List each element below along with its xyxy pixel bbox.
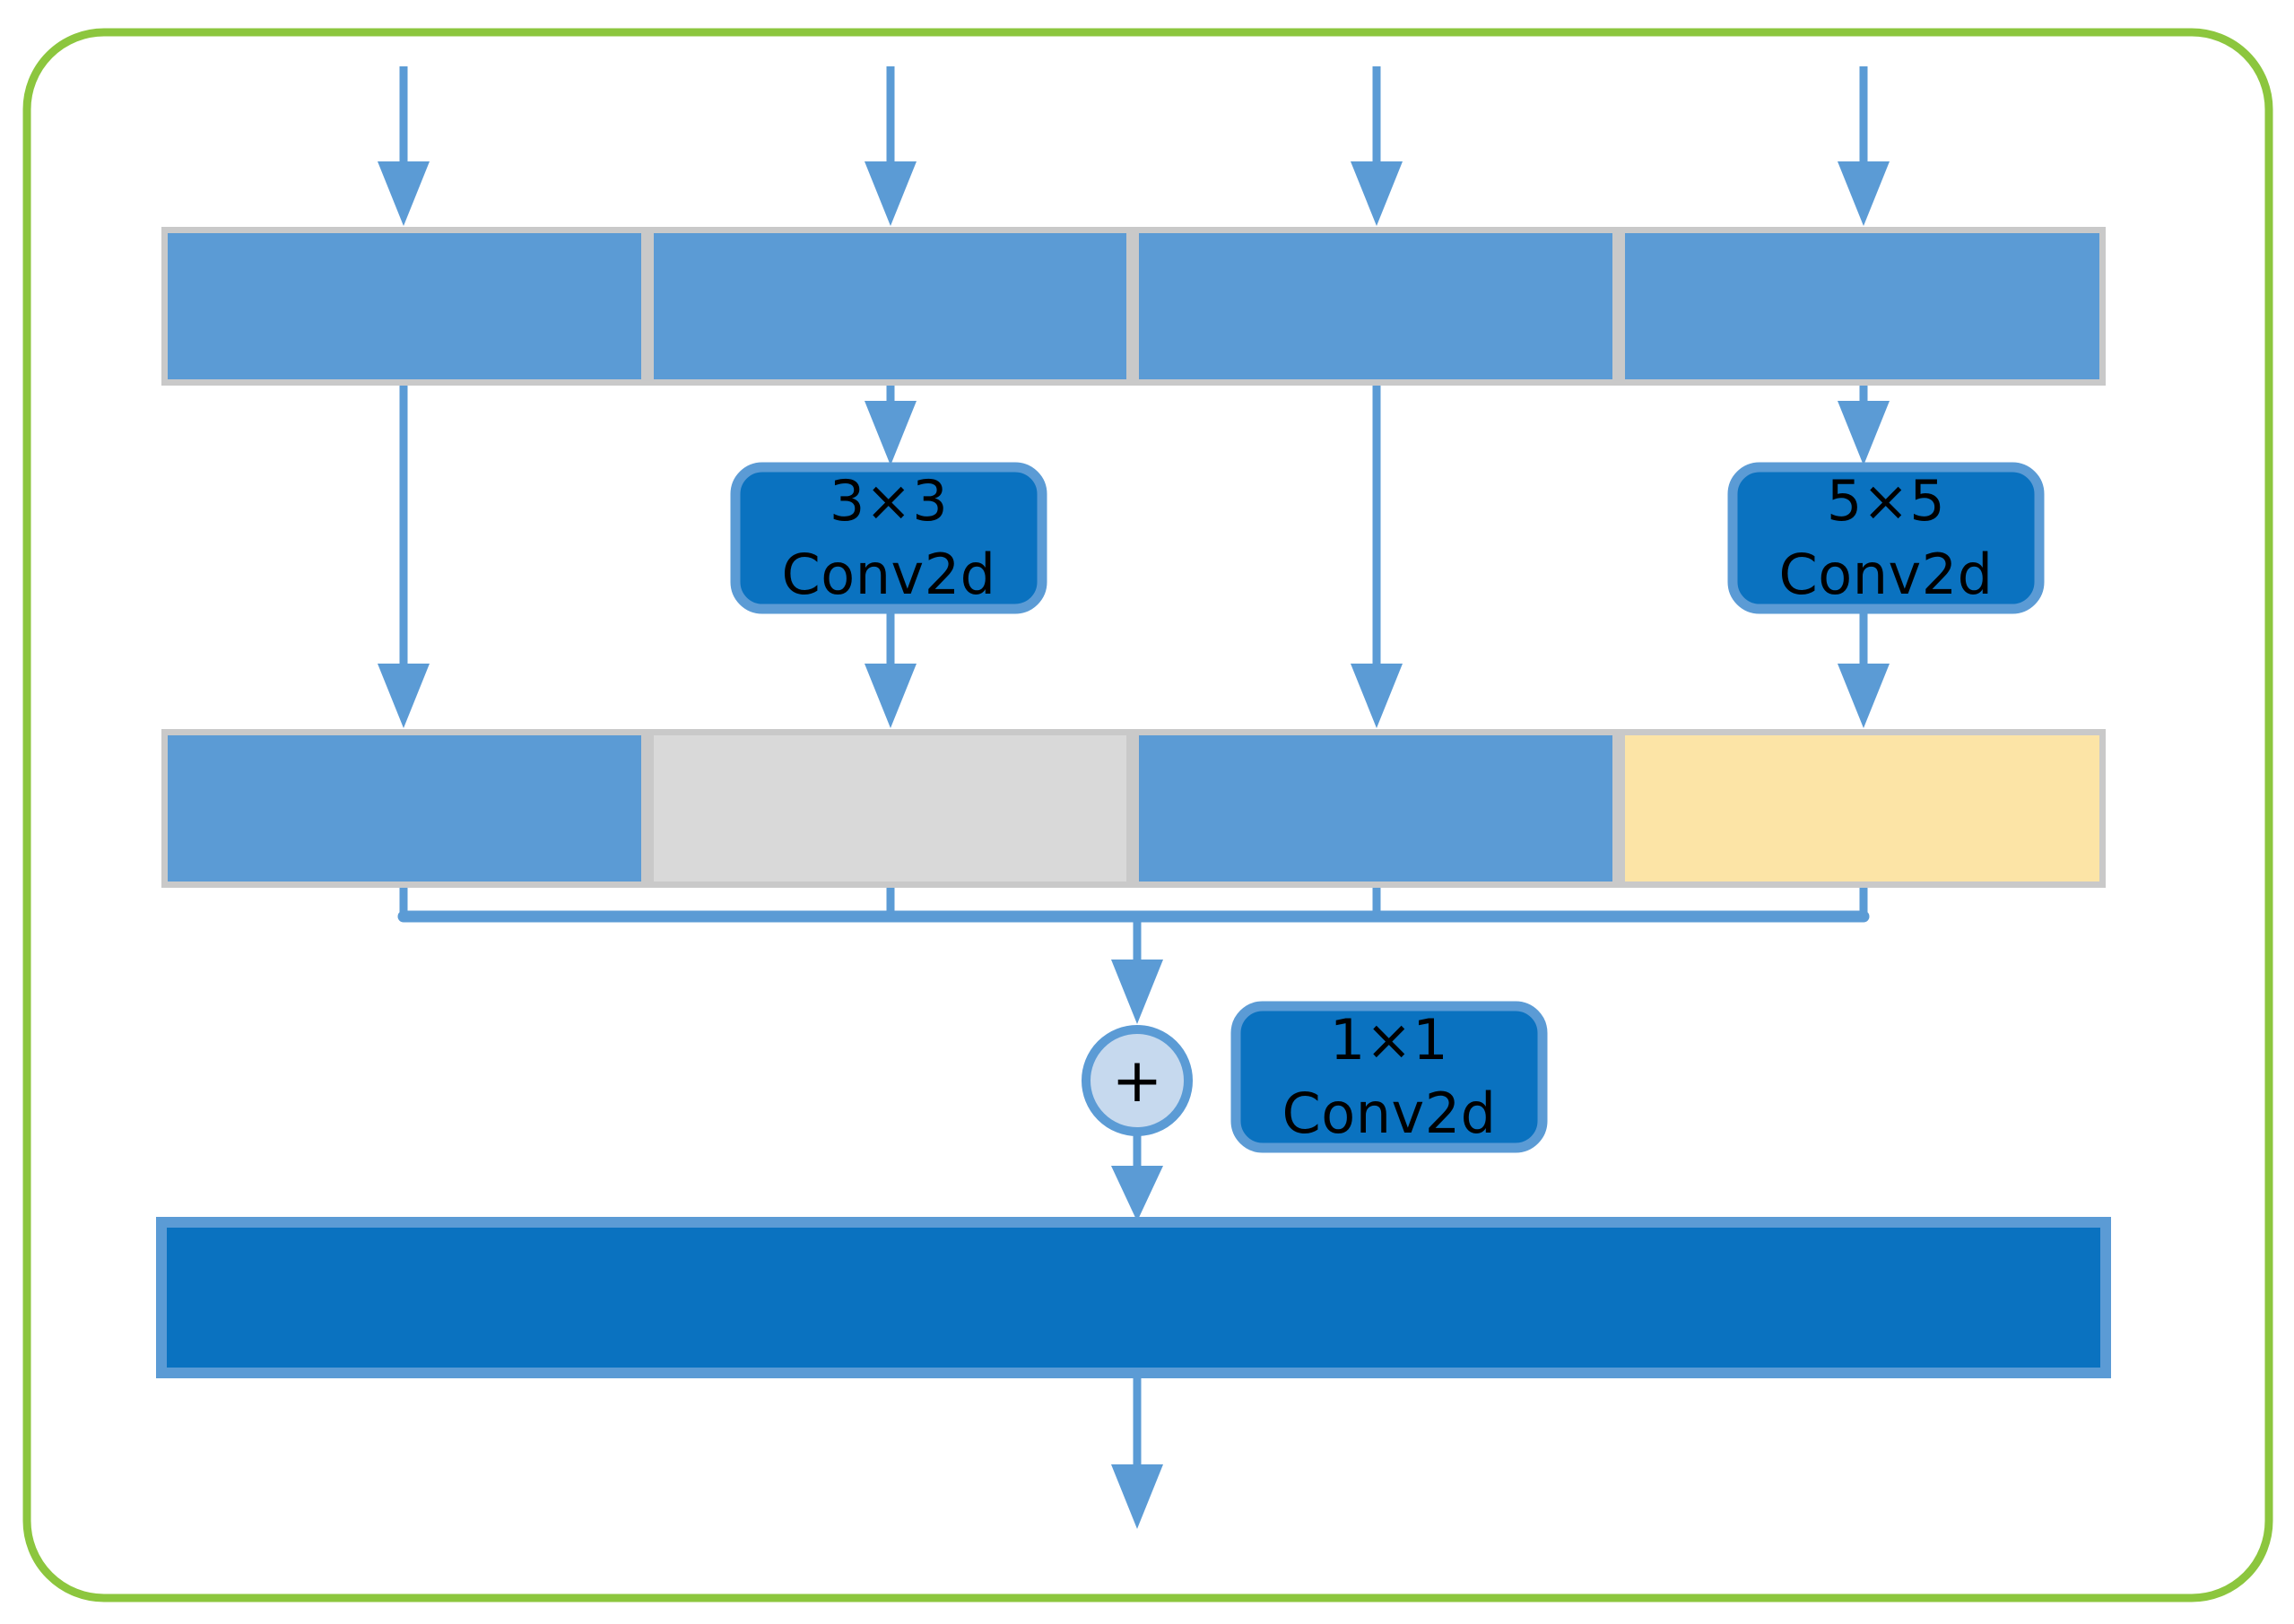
output-segment-4 <box>1625 735 2099 881</box>
arrow-from-conv5x5-head <box>1838 664 1890 728</box>
sum-node-group[interactable] <box>1082 1025 1193 1136</box>
input-arrow-1 <box>378 66 430 226</box>
concat-to-sum-arrow-head <box>1111 960 1163 1024</box>
input-arrow-2 <box>865 66 917 226</box>
output-arrow-head <box>1111 1464 1163 1529</box>
skip-arrow-branch-3 <box>1351 386 1403 728</box>
fused-output-feature-bar <box>156 1217 2111 1378</box>
sum-to-output-arrow <box>1111 1132 1163 1221</box>
concat-to-sum-arrow <box>1111 916 1163 1024</box>
input-feature-map-row <box>161 227 2106 386</box>
input-arrow-group <box>378 66 1890 226</box>
input-arrow-4-head <box>1838 161 1890 226</box>
skip-arrow-branch-3-head <box>1351 664 1403 728</box>
arrow-to-conv5x5 <box>1838 386 1890 465</box>
branch-op-group[interactable] <box>730 462 2045 614</box>
arrow-from-conv5x5 <box>1838 609 1890 728</box>
output-segment-2 <box>654 735 1126 881</box>
sum-node[interactable] <box>1082 1025 1193 1136</box>
conv-5x5-block[interactable] <box>1727 462 2045 614</box>
pointwise-op-group[interactable] <box>1230 1001 1548 1153</box>
arrow-from-conv3x3-head <box>865 664 917 728</box>
skip-arrow-branch-1 <box>378 386 430 728</box>
branch-arrow-group <box>378 386 1890 728</box>
input-segment-1 <box>168 233 641 379</box>
fused-output-feature-bar-group <box>156 1217 2111 1378</box>
arrow-to-conv3x3-head <box>865 401 917 465</box>
input-segment-4 <box>1625 233 2099 379</box>
arrow-to-conv5x5-head <box>1838 401 1890 465</box>
output-arrow <box>1111 1373 1163 1529</box>
skip-arrow-branch-1-head <box>378 664 430 728</box>
input-arrow-4 <box>1838 66 1890 226</box>
output-arrow-group <box>1111 1373 1163 1529</box>
input-arrow-1-head <box>378 161 430 226</box>
module-boundary-frame <box>22 28 2273 1602</box>
input-arrow-2-head <box>865 161 917 226</box>
output-segment-3 <box>1139 735 1612 881</box>
sum-to-output-arrow-group <box>1111 1132 1163 1221</box>
concat-bus-group <box>397 888 1870 1024</box>
input-segment-2 <box>654 233 1126 379</box>
sum-to-output-arrow-head <box>1111 1166 1163 1221</box>
conv-3x3-block[interactable] <box>730 462 1047 614</box>
input-arrow-3 <box>1351 66 1403 226</box>
input-arrow-3-head <box>1351 161 1403 226</box>
arrow-to-conv3x3 <box>865 386 917 465</box>
output-segment-1 <box>168 735 641 881</box>
branch-output-feature-row <box>161 729 2106 888</box>
input-segment-3 <box>1139 233 1612 379</box>
conv-1x1-block[interactable] <box>1230 1001 1548 1153</box>
arrow-from-conv3x3 <box>865 609 917 728</box>
